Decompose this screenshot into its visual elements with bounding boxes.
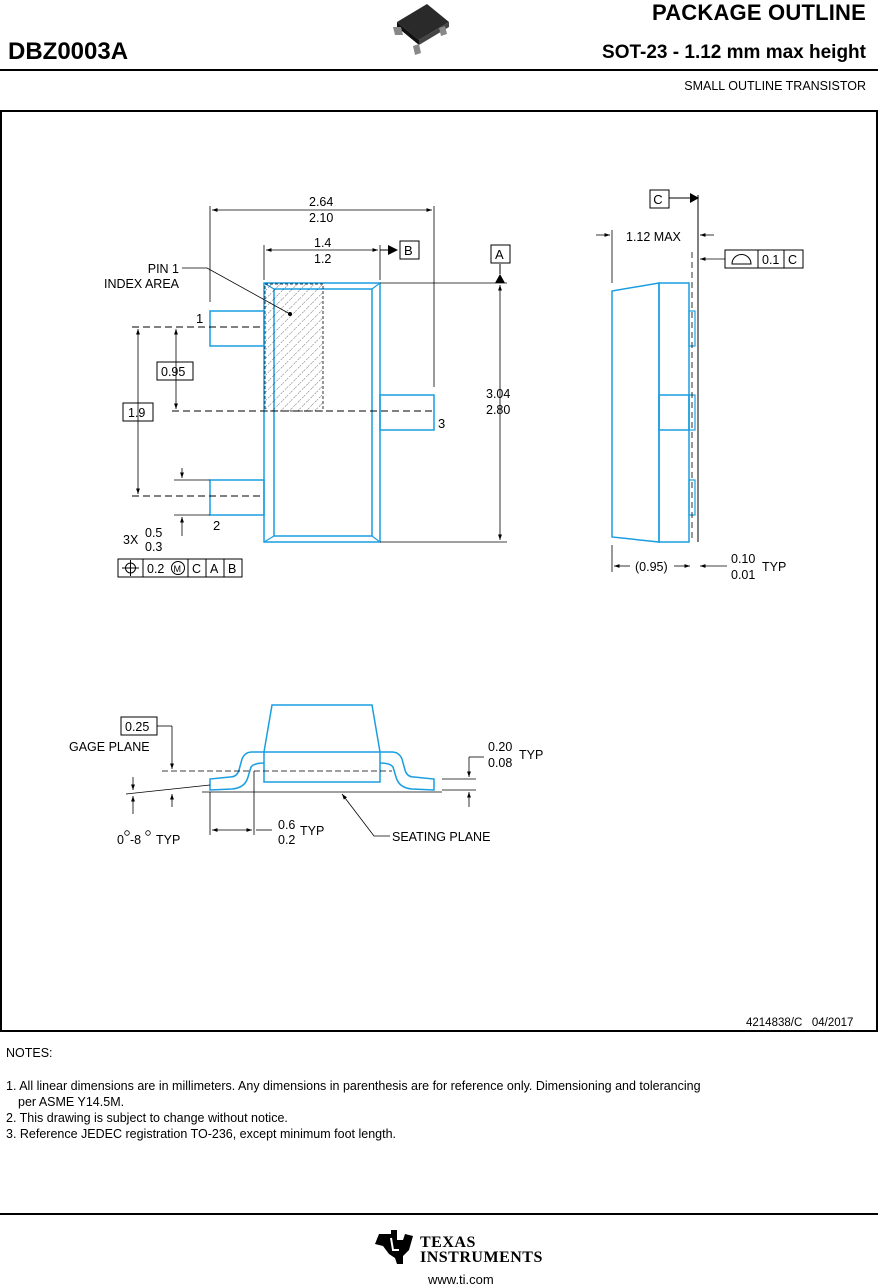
pin1-index-area (264, 283, 324, 412)
ti-url[interactable]: www.ti.com (428, 1272, 494, 1287)
ti-brand-line2: INSTRUMENTS (420, 1249, 543, 1266)
dim-standoff-bottom: 0.01 (731, 568, 755, 582)
package-type: SMALL OUTLINE TRANSISTOR (684, 79, 866, 93)
notes-heading: NOTES: (6, 1046, 53, 1060)
lead-3 (379, 394, 435, 431)
dim-lead-width-top: 0.5 (145, 526, 162, 540)
dim-width-bottom: 2.10 (309, 211, 333, 225)
dim-foot-top: 0.6 (278, 818, 295, 832)
fcf-modifier: M (174, 564, 182, 574)
dim-length-bottom: 2.80 (486, 403, 510, 417)
package-icon (393, 4, 449, 55)
lead-1 (209, 310, 265, 347)
lead-2 (209, 479, 265, 516)
dim-pitch-total: 1.9 (128, 406, 145, 420)
top-view (117, 206, 511, 578)
pin-1-number: 1 (196, 311, 203, 326)
degree-symbol-start (124, 830, 130, 836)
dim-thickness-suffix: TYP (519, 748, 543, 762)
angle-suffix: TYP (156, 833, 180, 847)
note-item: 2. This drawing is subject to change wit… (6, 1111, 288, 1125)
footer-rule (0, 1213, 878, 1215)
dim-body-top: 1.4 (314, 236, 331, 250)
header-rule (0, 69, 878, 71)
fcf-datum-a: A (210, 562, 219, 576)
note-item: per ASME Y14.5M. (18, 1095, 125, 1109)
note-item: 1. All linear dimensions are in millimet… (6, 1079, 701, 1093)
dim-length-top: 3.04 (486, 387, 510, 401)
fcf-value: 0.2 (147, 562, 164, 576)
dim-standoff-suffix: TYP (762, 560, 786, 574)
dim-max-height: 1.12 MAX (626, 230, 682, 244)
angle-start: 0 (117, 833, 124, 847)
datum-a: A (495, 247, 504, 262)
dim-foot-suffix: TYP (300, 824, 324, 838)
package-drawing: 2.64 2.10 1.4 1.2 B A PIN 1 INDEX AREA 1… (69, 189, 853, 1029)
dim-thickness-bottom: 0.08 (488, 756, 512, 770)
datum-c: C (653, 192, 662, 207)
dim-pitch: 0.95 (161, 365, 185, 379)
dim-width-top: 2.64 (309, 195, 333, 209)
coplanarity-datum: C (788, 253, 797, 267)
dim-ref-width: (0.95) (635, 560, 668, 574)
drawing-number: 4214838/C 04/2017 (746, 1017, 853, 1029)
lead-count: 3X (123, 533, 139, 547)
dim-foot-bottom: 0.2 (278, 833, 295, 847)
notes-section: NOTES: 1. All linear dimensions are in m… (6, 1045, 701, 1142)
dim-gage-value: 0.25 (125, 720, 149, 734)
pin1-label-line1: PIN 1 (148, 262, 179, 276)
fcf-datum-c: C (192, 562, 201, 576)
dim-thickness-top: 0.20 (488, 740, 512, 754)
fcf-datum-b: B (228, 562, 236, 576)
package-subtitle: SOT-23 - 1.12 mm max height (602, 42, 866, 63)
side-view (596, 189, 804, 572)
seating-plane-label: SEATING PLANE (392, 830, 490, 844)
gage-plane-label: GAGE PLANE (69, 740, 150, 754)
ti-brand: TEXAS INSTRUMENTS (420, 1234, 543, 1266)
angle-end: -8 (130, 833, 141, 847)
ti-logo-icon (375, 1230, 413, 1264)
dim-standoff-top: 0.10 (731, 552, 755, 566)
drawing-frame: 2.64 2.10 1.4 1.2 B A PIN 1 INDEX AREA 1… (0, 110, 878, 1032)
pin1-label-line2: INDEX AREA (104, 277, 180, 291)
detail-view (120, 704, 484, 837)
coplanarity-value: 0.1 (762, 253, 779, 267)
page-title: PACKAGE OUTLINE (651, 0, 866, 25)
ti-brand-line1: TEXAS (420, 1234, 476, 1251)
part-number: DBZ0003A (8, 38, 129, 65)
degree-symbol-end (145, 830, 151, 836)
dim-body-bottom: 1.2 (314, 252, 331, 266)
pin-2-number: 2 (213, 518, 220, 533)
dim-lead-width-bottom: 0.3 (145, 540, 162, 554)
note-item: 3. Reference JEDEC registration TO-236, … (6, 1127, 396, 1141)
datum-b: B (404, 243, 413, 258)
pin-3-number: 3 (438, 416, 445, 431)
